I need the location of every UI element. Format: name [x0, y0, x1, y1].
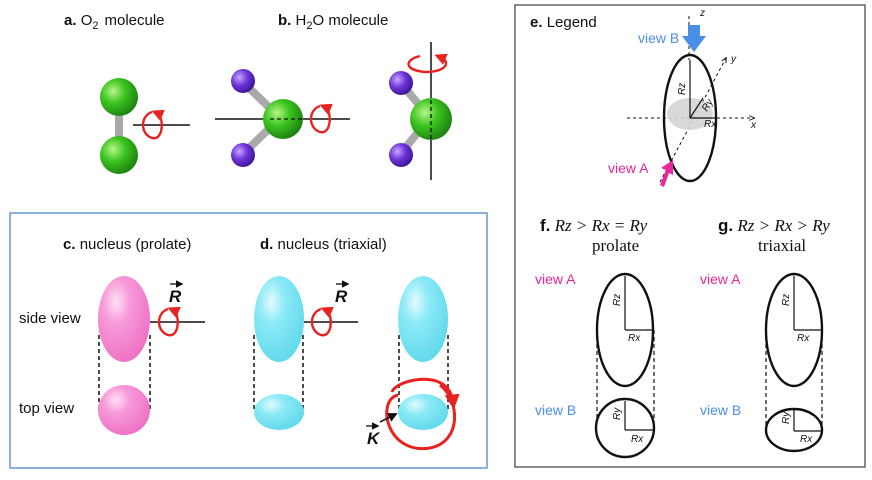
- hydrogen-atom-bottom-2: [389, 143, 413, 167]
- oxygen-atom-bottom: [100, 136, 138, 174]
- panel-d: d. nucleus (triaxial) R K: [253, 236, 460, 451]
- z-axis-label: z: [699, 8, 705, 19]
- x-axis-label: x: [750, 120, 757, 131]
- hydrogen-atom-top: [231, 69, 255, 93]
- k-rotation-arrow-head: [435, 379, 460, 410]
- triaxial-nucleus-top: [254, 394, 304, 430]
- panel-f-shape: prolate: [592, 236, 639, 255]
- vector-r-label-2: R: [335, 287, 348, 306]
- panel-g: g. Rz > Rx > Ry triaxial view A view B R…: [700, 216, 830, 453]
- view-b-label: view B: [638, 30, 679, 46]
- y-axis-label: y: [730, 54, 737, 65]
- panel-e: e. Legend z y x Rz Ry Rx view B view A: [530, 8, 757, 187]
- triaxial-nucleus-side: [254, 276, 304, 362]
- top-view-label: top view: [19, 400, 74, 417]
- hydrogen-atom-top-2: [389, 71, 413, 95]
- panel-d-title: d. nucleus (triaxial): [260, 236, 387, 253]
- f-rx-label: Rx: [628, 333, 641, 344]
- prolate-rotation-arrow: [157, 306, 181, 337]
- panel-g-view-a: view A: [700, 271, 741, 287]
- nucleus-panel-box: [9, 212, 488, 469]
- rz-label: Rz: [677, 83, 688, 95]
- g-ry-label: Ry: [781, 411, 792, 424]
- vector-k-label: K: [367, 429, 381, 448]
- ry-radius: [689, 97, 704, 119]
- view-a-label: view A: [608, 160, 649, 176]
- rx-label: Rx: [704, 119, 717, 130]
- vector-k-direction: [379, 413, 398, 423]
- g-rx-label: Rx: [797, 333, 810, 344]
- panel-e-title: e. Legend: [530, 14, 597, 31]
- vector-r-label: R: [169, 287, 182, 306]
- o2-rotation-arrow: [141, 109, 165, 140]
- panel-g-shape: triaxial: [758, 236, 806, 255]
- o2-bond: [115, 110, 123, 140]
- panel-g-view-b: view B: [700, 402, 741, 418]
- legend-panel-box: [514, 4, 866, 468]
- side-view-label: side view: [19, 310, 81, 327]
- triaxial-nucleus-side-2: [398, 276, 448, 362]
- oxygen-atom-2: [410, 98, 452, 140]
- panel-f: f. Rz > Rx = Ry prolate view A view B Rz…: [535, 216, 656, 459]
- g-rz-label: Rz: [781, 294, 792, 306]
- hydrogen-atom-bottom: [231, 143, 255, 167]
- panel-b: b. H2O molecule: [215, 12, 452, 180]
- h2o-rotation-arrow-1: [309, 103, 333, 134]
- panel-b-title: b. H2O molecule: [278, 12, 388, 32]
- oxygen-atom-top: [100, 78, 138, 116]
- triaxial-nucleus-top-2: [398, 394, 448, 430]
- f-rz-label: Rz: [612, 294, 623, 306]
- panel-f-view-b: view B: [535, 402, 576, 418]
- k-rotation-arrow-top: [390, 377, 437, 393]
- panel-f-relation: f. Rz > Rx = Ry: [540, 216, 648, 235]
- panel-g-relation: g. Rz > Rx > Ry: [718, 216, 830, 235]
- panel-c: c. nucleus (prolate) side view top view …: [19, 236, 205, 435]
- view-a-arrow: [660, 160, 673, 187]
- h2o-rotation-arrow-2: [407, 53, 448, 74]
- oxygen-atom: [263, 99, 303, 139]
- prolate-nucleus-top: [98, 385, 150, 435]
- panel-f-view-a: view A: [535, 271, 576, 287]
- prolate-nucleus-side: [98, 276, 150, 362]
- f-ry-label: Ry: [612, 407, 623, 420]
- panel-c-title: c. nucleus (prolate): [63, 236, 191, 253]
- f-rx-label-top: Rx: [631, 434, 644, 445]
- view-b-arrow: [682, 25, 706, 52]
- g-rx-label-top: Rx: [800, 434, 813, 445]
- triaxial-rotation-arrow: [310, 306, 334, 337]
